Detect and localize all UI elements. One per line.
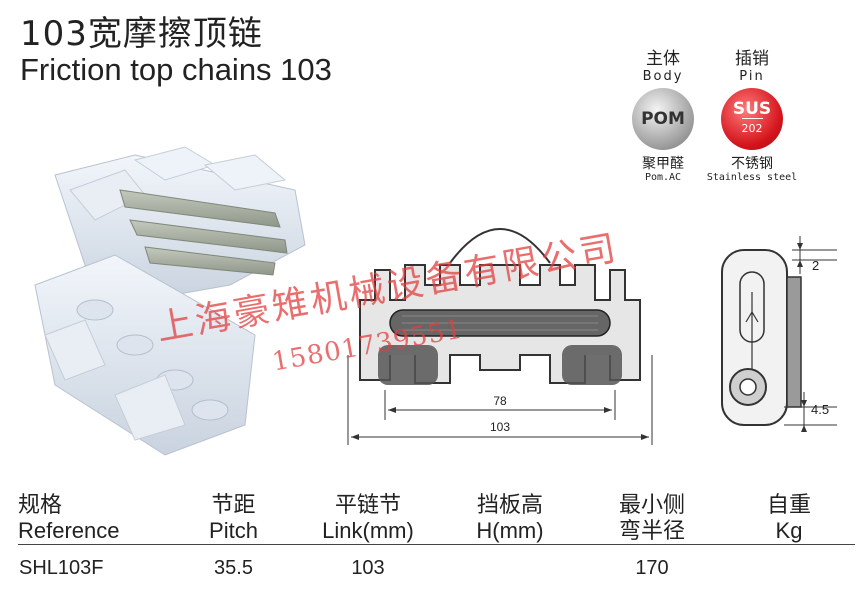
material-body-name-cn: 聚甲醛 [642, 156, 684, 172]
header-reference-en: Reference [18, 518, 120, 543]
material-pin-label-en: Pin [739, 69, 765, 84]
header-link-cn: 平链节 [334, 492, 401, 517]
cell-height [439, 545, 581, 582]
cell-weight [723, 545, 855, 582]
material-pin-name-cn: 不锈钢 [731, 156, 773, 172]
material-body: 主体 Body POM 聚甲醛 Pom.AC [608, 50, 718, 184]
material-pin-name-en: Stainless steel [706, 172, 798, 183]
header-pitch-cn: 节距 [211, 492, 256, 517]
header-link-en: Link(mm) [322, 518, 414, 543]
header-radius-en: 弯半径 [618, 518, 685, 543]
cell-radius: 170 [635, 557, 669, 579]
header-height-en: H(mm) [476, 518, 544, 543]
header-radius: 最小侧弯半径 [581, 492, 723, 545]
bottom-chain-view [34, 254, 256, 456]
material-pin: 插销 Pin SUS 202 不锈钢 Stainless steel [697, 50, 807, 184]
sus-badge: SUS 202 [721, 88, 783, 150]
header-height-cn: 挡板高 [476, 492, 543, 517]
pom-badge-text: POM [641, 109, 685, 129]
sus-badge-text: SUS [732, 99, 772, 119]
pom-badge: POM [632, 88, 694, 150]
chain-photo [34, 146, 306, 456]
cell-link: 103 [351, 557, 385, 579]
header-pitch-en: Pitch [209, 518, 258, 543]
material-body-label-cn: 主体 [646, 49, 680, 69]
header-radius-cn: 最小侧 [618, 492, 685, 517]
dim-top-offset: 2 [812, 258, 819, 273]
dim-bottom-offset: 4.5 [811, 402, 829, 417]
dim-inner-width: 78 [493, 394, 507, 408]
material-pin-label-cn: 插销 [735, 49, 769, 69]
sus-grade: 202 [741, 118, 763, 138]
header-weight-cn: 自重 [766, 492, 811, 517]
material-body-name-en: Pom.AC [644, 172, 682, 183]
title-cn: 103宽摩擦顶链 [20, 14, 263, 54]
front-view-drawing: 78 103 [347, 228, 653, 445]
cell-reference: SHL103F [19, 557, 104, 579]
table-row: SHL103F 35.5 103 170 [18, 545, 855, 582]
cell-pitch: 35.5 [214, 557, 253, 579]
dim-outer-width: 103 [490, 420, 510, 434]
header-weight-en: Kg [775, 518, 803, 543]
header-reference-cn: 规格 [18, 492, 63, 517]
side-view-drawing: 2 4.5 [721, 236, 837, 432]
material-body-label-en: Body [642, 69, 684, 84]
title-en: Friction top chains 103 [20, 52, 332, 87]
